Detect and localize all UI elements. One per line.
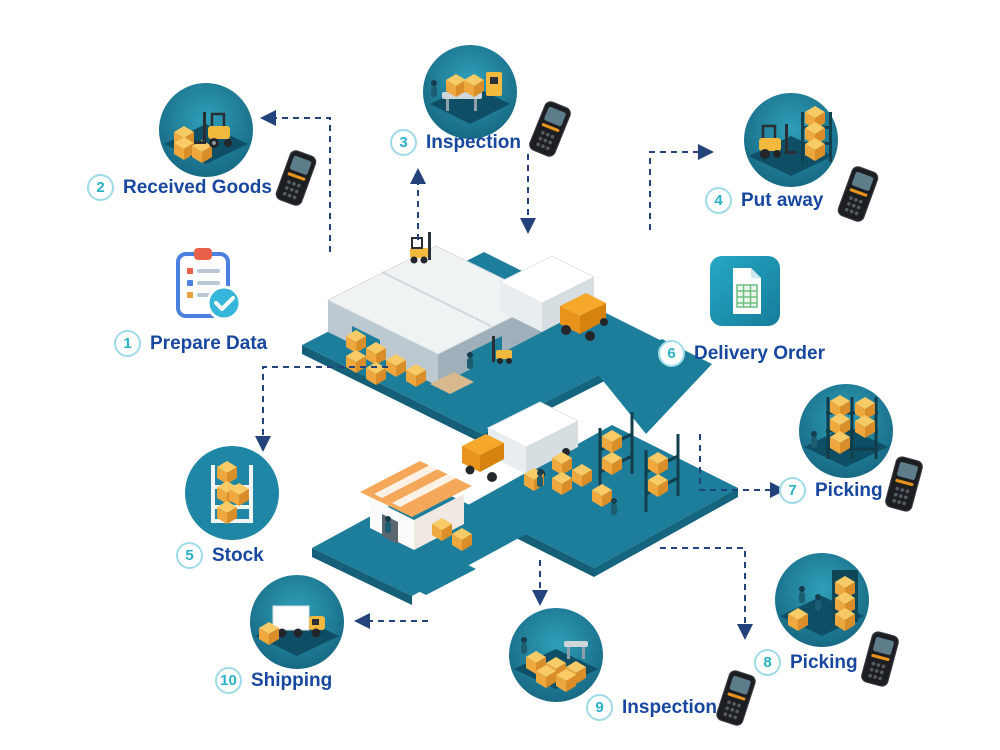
step-caption-inspection-9: 9 Inspection	[586, 694, 717, 721]
pallet-boxes	[346, 330, 612, 551]
prepare-data-icon	[168, 246, 246, 324]
handheld-scanner-icon	[712, 666, 760, 729]
step-label: Delivery Order	[694, 342, 825, 364]
step-label: Stock	[212, 544, 264, 566]
step-label: Received Goods	[123, 176, 272, 198]
step-label: Inspection	[622, 696, 718, 718]
outbound-inspection-photo	[508, 607, 604, 703]
connector-to-put-away	[649, 144, 714, 230]
flow-connectors	[255, 110, 786, 640]
step-caption-picking-7: 7 Picking	[779, 477, 883, 504]
handheld-scanner-icon	[857, 628, 902, 690]
worker-figure	[467, 352, 473, 369]
handheld-scanner-icon	[525, 97, 576, 161]
step-label: Prepare Data	[150, 332, 268, 354]
step-caption-shipping: 10 Shipping	[215, 667, 332, 694]
forklift-putaway-photo	[743, 92, 839, 188]
step-caption-inspection-top: 3 Inspection	[390, 129, 521, 156]
worker-figure	[611, 498, 617, 515]
step-number-badge: 4	[705, 187, 732, 214]
check-badge-icon	[206, 285, 242, 321]
rack-picking-photo	[798, 383, 894, 479]
step-caption-received-goods: 2 Received Goods	[87, 174, 272, 201]
step-number-badge: 7	[779, 477, 806, 504]
step-caption-delivery-order: 6 Delivery Order	[658, 340, 825, 367]
step-label: Inspection	[426, 131, 522, 153]
step-number-badge: 3	[390, 129, 417, 156]
step-label: Shipping	[251, 669, 333, 691]
step-caption-stock: 5 Stock	[176, 542, 264, 569]
shipping-truck-photo	[249, 574, 345, 670]
workers-picking-photo	[774, 552, 870, 648]
connector-to-picking-7	[699, 434, 786, 498]
handheld-scanner-icon	[833, 162, 882, 226]
connector-to-picking-8	[660, 547, 753, 640]
dock-truck	[498, 255, 608, 341]
delivery-order-icon	[709, 255, 781, 327]
handheld-scanner-icon	[881, 453, 926, 515]
handheld-scanner-icon	[271, 146, 320, 210]
worker-figure	[385, 516, 391, 533]
step-label: Put away	[741, 189, 824, 211]
step-caption-put-away: 4 Put away	[705, 187, 823, 214]
step-number-badge: 10	[215, 667, 242, 694]
step-number-badge: 9	[586, 694, 613, 721]
step-number-badge: 1	[114, 330, 141, 357]
connector-to-stock	[255, 366, 388, 452]
stock-shelf-icon	[184, 445, 280, 541]
received-goods-photo	[158, 82, 254, 178]
connector-to-received-goods	[260, 110, 331, 252]
step-number-badge: 2	[87, 174, 114, 201]
step-number-badge: 6	[658, 340, 685, 367]
step-label: Picking	[790, 651, 858, 673]
forklift-mid	[492, 336, 512, 364]
step-label: Picking	[815, 479, 883, 501]
worker-figure	[537, 470, 543, 487]
step-number-badge: 8	[754, 649, 781, 676]
forklift-top	[410, 232, 431, 264]
step-caption-picking-8: 8 Picking	[754, 649, 858, 676]
step-caption-prepare-data: 1 Prepare Data	[114, 330, 267, 357]
step-number-badge: 5	[176, 542, 203, 569]
loading-truck	[462, 401, 580, 482]
inspection-conveyor-photo	[422, 44, 518, 140]
